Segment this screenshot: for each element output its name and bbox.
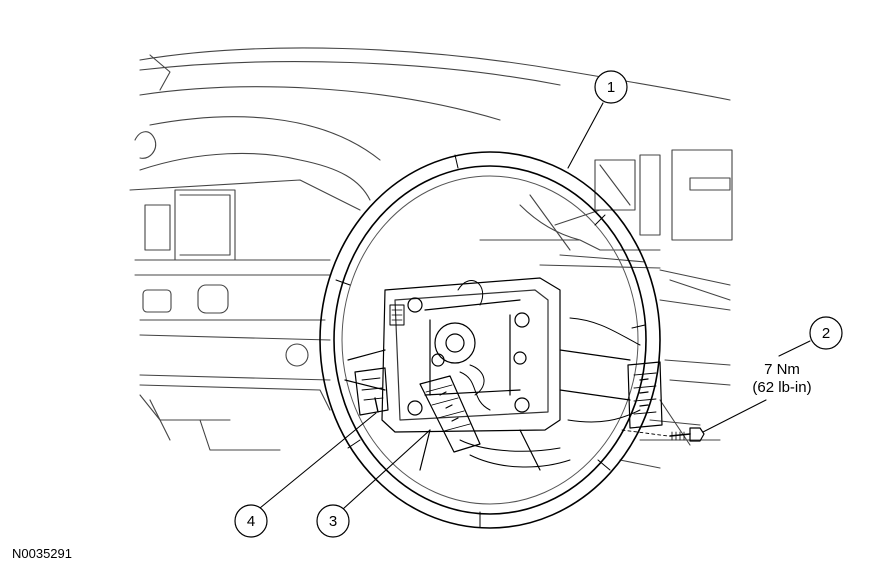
- callout-2-number: 2: [822, 325, 830, 342]
- left-switch-assembly: [354, 367, 389, 416]
- callout-1: 1: [594, 70, 628, 104]
- callout-4-number: 4: [247, 513, 255, 530]
- center-switch-assembly: [419, 375, 481, 453]
- right-switch-assembly: [627, 361, 663, 429]
- torque-spec-metric: 7 Nm: [764, 361, 800, 378]
- callout-1-number: 1: [607, 79, 615, 96]
- steering-wheel-rim: [319, 151, 661, 529]
- callout-3: 3: [316, 504, 350, 538]
- leader-lines: [259, 102, 811, 510]
- callout-4: 4: [234, 504, 268, 538]
- torque-spec-imperial: (62 lb-in): [752, 379, 812, 396]
- dashboard-outline: [129, 47, 733, 469]
- callout-2: 2: [809, 316, 843, 350]
- torque-spec-label: 7 Nm (62 lb-in): [742, 361, 822, 397]
- figure-id: N0035291: [12, 546, 72, 561]
- steering-wheel-hub: [344, 277, 641, 471]
- callout-3-number: 3: [329, 513, 337, 530]
- screw-fastener: [621, 427, 705, 442]
